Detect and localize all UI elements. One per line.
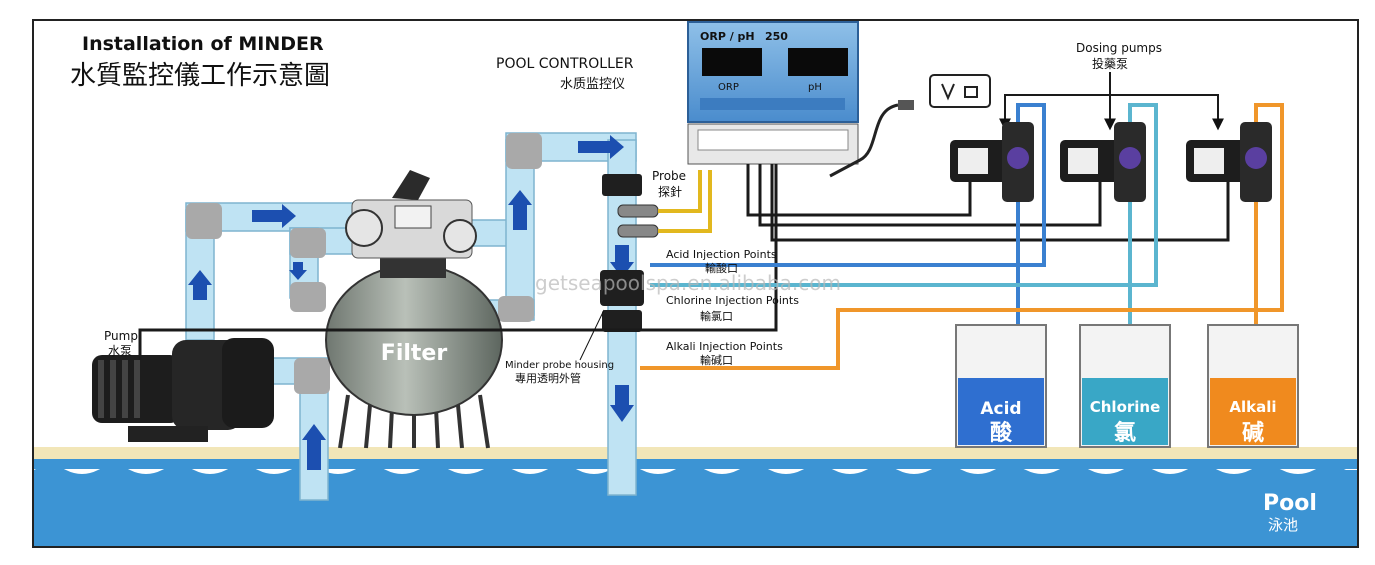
label-ph: pH	[808, 82, 822, 93]
elbow	[506, 133, 542, 169]
dosing-pump-chlorine	[1060, 122, 1146, 202]
label-orp: ORP	[718, 82, 739, 93]
sand-filter	[325, 170, 503, 449]
pool-deck	[34, 447, 1357, 459]
dosing-pumps-label-cn: 投藥泵	[1092, 56, 1128, 71]
pump-strainer	[222, 338, 274, 428]
flow-arrow-up	[188, 270, 212, 300]
pool-surface	[34, 459, 1357, 469]
chlorine-injection-label-cn: 輸氯口	[700, 309, 733, 323]
tank-alkali	[1207, 324, 1299, 448]
title-line-2: 水質監控儀工作示意圖	[70, 61, 330, 91]
flow-arrow-down	[289, 262, 307, 280]
power-socket	[829, 74, 991, 178]
tank-acid-label-cn: 酸	[990, 421, 1013, 446]
elbow	[186, 203, 222, 239]
elbow	[498, 296, 534, 322]
fitting	[600, 270, 644, 306]
fitting	[602, 310, 642, 332]
chemical-tanks	[955, 324, 1299, 448]
probe-body	[617, 204, 659, 218]
pump-label-cn: 水泵	[108, 344, 132, 358]
probe-body	[617, 224, 659, 238]
dosing-pump-acid	[950, 122, 1034, 202]
housing-label-cn: 專用透明外管	[515, 371, 581, 385]
filter-tank	[325, 264, 503, 416]
pipe-elbows	[186, 133, 542, 394]
fitting	[602, 174, 642, 196]
flow-arrows	[188, 135, 634, 470]
elbow	[290, 282, 326, 312]
acid-injection-label-cn: 輸酸口	[705, 261, 738, 275]
tank-chlorine-label-cn: 氯	[1114, 420, 1136, 446]
probe-label-cn: 探針	[658, 184, 682, 199]
flow-arrow-down	[610, 385, 634, 422]
flow-arrow-right	[252, 204, 296, 228]
panel-model: 250	[765, 30, 788, 43]
controller-label: POOL CONTROLLER	[496, 56, 634, 72]
tank-alkali-label-cn: 碱	[1242, 420, 1264, 446]
flow-arrow-up	[508, 190, 532, 230]
dosing-pump-alkali	[1186, 122, 1272, 202]
pool-label-cn: 泳池	[1268, 516, 1298, 534]
pool-label: Pool	[1263, 491, 1317, 516]
acid-injection-label: Acid Injection Points	[666, 248, 777, 261]
pool-water	[34, 466, 1357, 546]
tank-chlorine-label: Chlorine	[1090, 398, 1161, 416]
flow-arrow-down	[610, 245, 634, 278]
watermark: getseapoolspa.en.alibaba.com	[535, 271, 841, 295]
alkali-injection-label-cn: 輸碱口	[700, 353, 733, 367]
display-ph	[788, 48, 848, 76]
controller-label-cn: 水质监控仪	[560, 77, 625, 92]
elbow	[290, 228, 326, 258]
tank-chlorine	[1079, 324, 1171, 448]
probe-housing	[600, 174, 659, 332]
tank-alkali-label: Alkali	[1229, 398, 1276, 416]
display-orp	[702, 48, 762, 76]
housing-label: Minder probe housing	[505, 360, 614, 371]
control-cables	[138, 164, 1230, 360]
valve-handle	[392, 170, 430, 200]
flow-arrow-right	[578, 135, 624, 159]
probe-cables	[658, 170, 712, 233]
alkali-injection-label: Alkali Injection Points	[666, 340, 783, 353]
dosing-pumps-label: Dosing pumps	[1076, 41, 1162, 55]
elbow	[294, 358, 330, 394]
panel-brand: ORP / pH	[700, 30, 755, 43]
tank-acid	[955, 324, 1047, 448]
flow-arrow-up	[302, 424, 326, 470]
dosing-pumps	[950, 122, 1272, 202]
chlorine-injection-label: Chlorine Injection Points	[666, 294, 799, 307]
filter-label: Filter	[381, 341, 448, 366]
pump	[92, 338, 274, 442]
title-line-1: Installation of MINDER	[82, 33, 324, 55]
tank-acid-label: Acid	[980, 399, 1021, 419]
probe-label: Probe	[652, 169, 686, 183]
pump-label: Pump	[104, 329, 138, 343]
pool-controller: ORP / pH 250 ORP pH	[687, 21, 859, 165]
